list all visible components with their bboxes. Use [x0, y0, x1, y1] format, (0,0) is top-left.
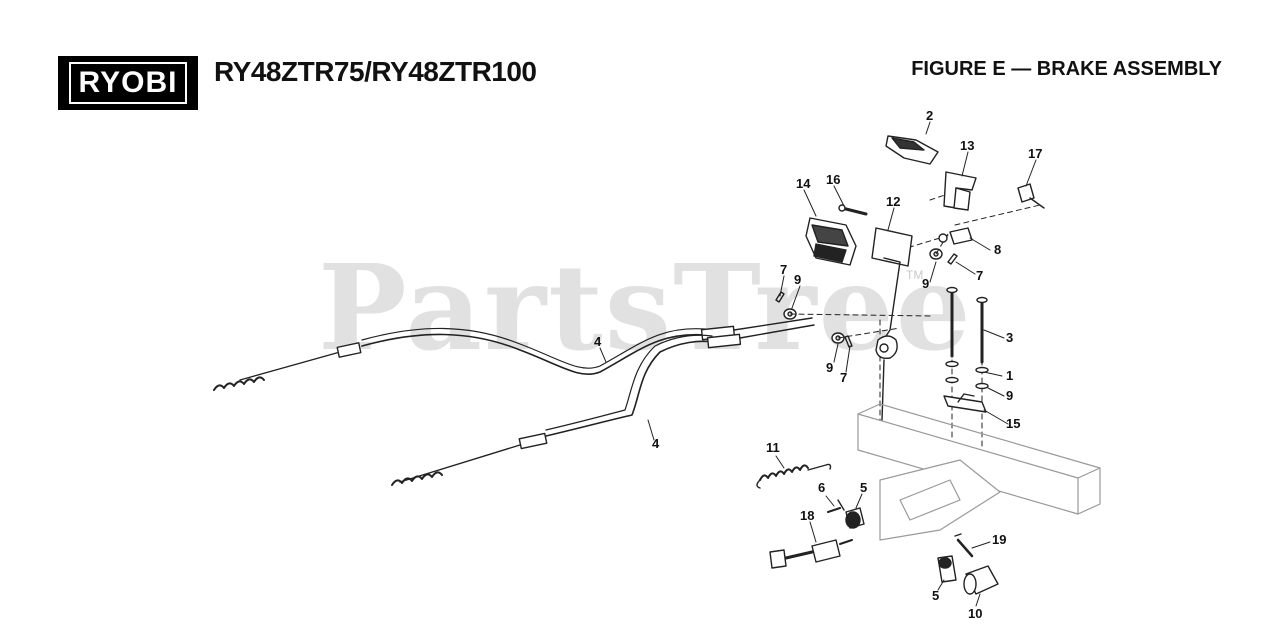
brake-cable-upper	[213, 317, 813, 391]
brand-text: RYOBI	[68, 62, 188, 104]
callout-13: 13	[960, 138, 974, 153]
cotter-pin-7-left	[775, 291, 785, 303]
model-title: RY48ZTR75/RY48ZTR100	[214, 56, 537, 87]
callout-7-upper-left: 7	[780, 262, 787, 277]
callout-18: 18	[800, 508, 814, 523]
callout-17: 17	[1028, 146, 1042, 161]
plate-15	[943, 393, 987, 413]
callout-9-lower: 9	[1006, 388, 1013, 403]
bushing-5-upper	[845, 507, 865, 529]
callout-11: 11	[766, 440, 780, 455]
handle-grip-2	[885, 135, 939, 165]
callout-5-upper: 5	[860, 480, 867, 495]
ryobi-logo: RYOBI	[58, 56, 198, 110]
brake-lever-12	[871, 227, 913, 421]
callout-16: 16	[826, 172, 840, 187]
fitting-17	[1017, 183, 1045, 209]
spring-11	[756, 463, 832, 489]
callout-7-right: 7	[976, 268, 983, 283]
cotter-pin-7-mid	[844, 335, 853, 348]
callout-10: 10	[968, 606, 982, 621]
leader-lines	[599, 121, 1037, 607]
callout-2: 2	[926, 108, 933, 123]
frame-tube	[857, 403, 1101, 541]
callout-4-lower: 4	[652, 436, 660, 451]
pin-6	[827, 499, 845, 513]
hardware-8	[938, 227, 973, 245]
brake-cable-lower	[391, 324, 815, 486]
cotter-pin-7-right	[947, 253, 958, 265]
bolts-3	[946, 286, 988, 364]
washers-1-9	[945, 360, 989, 390]
bolt-19	[954, 533, 974, 558]
callout-8: 8	[994, 242, 1001, 257]
watermark-tm: TM	[906, 268, 924, 282]
callout-19: 19	[992, 532, 1006, 547]
callout-9-right: 9	[922, 276, 929, 291]
callout-9-upper-left: 9	[794, 272, 801, 287]
callout-1: 1	[1006, 368, 1013, 383]
callout-9-mid: 9	[826, 360, 833, 375]
pin-16	[838, 204, 868, 216]
callout-labels: 2 13 17 14 16 12 8 7 9 7 9 3 4 9 7 1 9 1…	[594, 108, 1042, 621]
callout-5-lower: 5	[932, 588, 939, 603]
callout-15: 15	[1006, 416, 1020, 431]
watermark: PartsTree	[318, 238, 973, 377]
switch-18	[769, 539, 853, 569]
callout-7-mid: 7	[840, 370, 847, 385]
bushing-5-lower	[937, 555, 957, 583]
callout-14: 14	[796, 176, 811, 191]
callout-4-upper: 4	[594, 334, 602, 349]
callout-6: 6	[818, 480, 825, 495]
cap-10	[963, 565, 999, 595]
figure-title: FIGURE E — BRAKE ASSEMBLY	[911, 58, 1222, 80]
brake-knob-14	[805, 217, 857, 266]
callout-3: 3	[1006, 330, 1013, 345]
bracket-13	[943, 171, 977, 211]
callout-12: 12	[886, 194, 900, 209]
